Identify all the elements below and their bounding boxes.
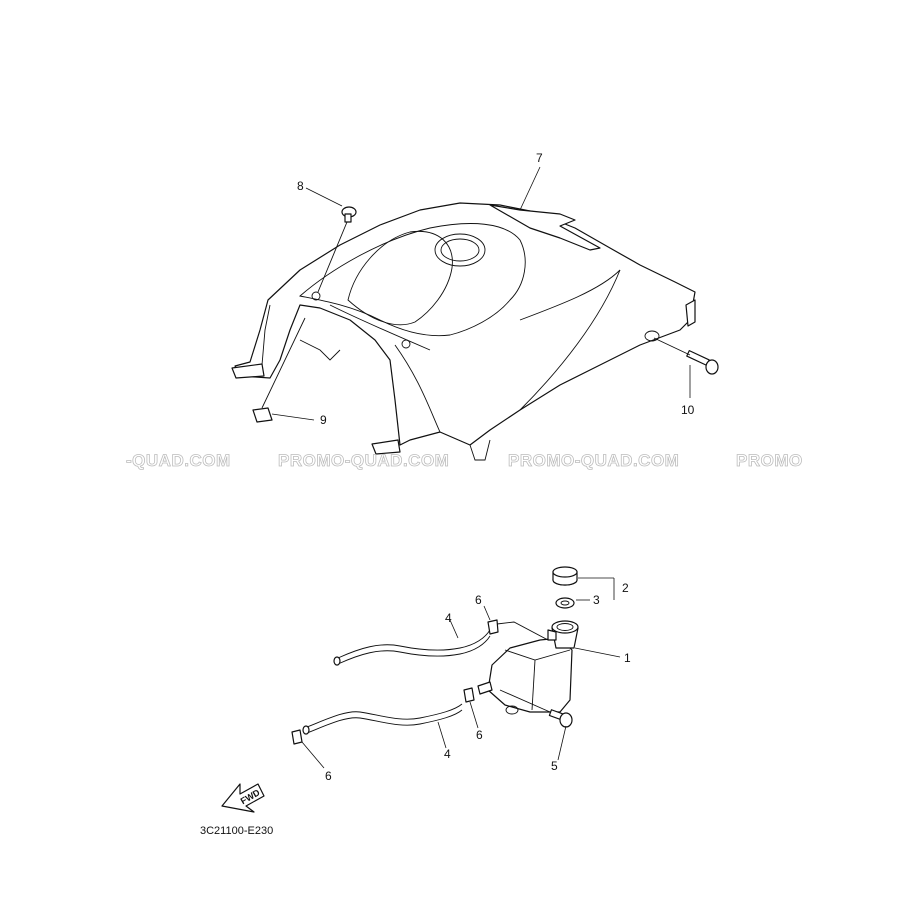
hose-upper-part-4 [333, 629, 491, 666]
reservoir-tank-part-1 [477, 620, 579, 715]
callout-3: 3 [593, 593, 600, 607]
bolt-part-5 [499, 689, 573, 728]
watermark-text: PROMO [736, 451, 803, 470]
bolt-part-10 [653, 337, 719, 375]
callout-6-upper: 6 [475, 593, 482, 607]
callout-4-lower: 4 [444, 747, 451, 761]
clip-nut-part-9 [252, 317, 306, 423]
callout-10: 10 [681, 403, 695, 417]
callout-numbers: 7 8 9 10 2 3 1 4 4 6 6 6 5 [297, 151, 695, 783]
watermark-text: PROMO-QUAD.COM [278, 451, 449, 470]
cap-part-2 [552, 566, 578, 586]
hose-lower-part-4 [302, 703, 463, 735]
hose-clamp-part-6 [291, 619, 549, 745]
callout-6-middle: 6 [476, 728, 483, 742]
callout-8: 8 [297, 179, 304, 193]
watermark-row: -QUAD.COM PROMO-QUAD.COM PROMO-QUAD.COM … [126, 451, 803, 471]
watermark-text: PROMO-QUAD.COM [508, 451, 679, 470]
callout-4-upper: 4 [445, 611, 452, 625]
drawing-code: 3C21100-E230 [200, 825, 273, 837]
seal-part-3 [555, 597, 575, 609]
callout-9: 9 [320, 413, 327, 427]
callout-7: 7 [536, 151, 543, 165]
callout-1: 1 [624, 651, 631, 665]
tank-cover-part-7 [231, 202, 696, 461]
bolt-part-8 [317, 206, 357, 293]
callout-2: 2 [622, 581, 629, 595]
forward-direction-arrow: FWD [221, 783, 265, 813]
leader-lines [271, 166, 691, 769]
callout-5: 5 [551, 759, 558, 773]
callout-6-lower: 6 [325, 769, 332, 783]
watermark-text: -QUAD.COM [126, 451, 231, 470]
